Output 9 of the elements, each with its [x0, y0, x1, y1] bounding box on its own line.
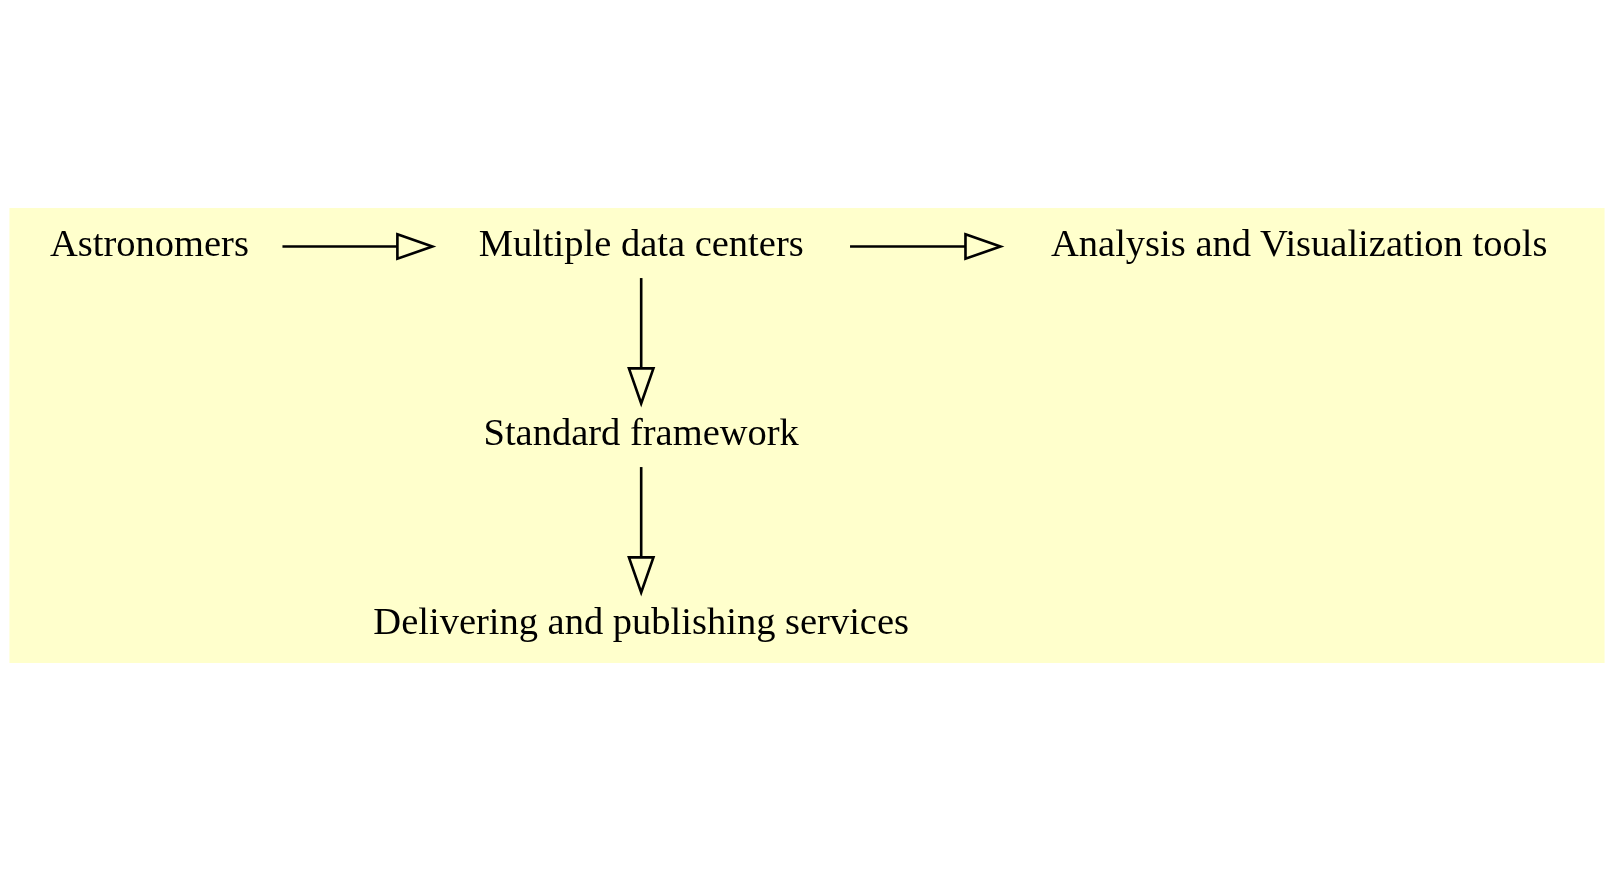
- node-text: Astronomers: [49, 222, 249, 265]
- node-text: Delivering and publishing services: [373, 600, 910, 643]
- node-text: Analysis and Visualization tools: [1051, 222, 1548, 265]
- arrow: [627, 467, 656, 597]
- arrow: [627, 278, 656, 408]
- node-text: Standard framework: [483, 411, 799, 454]
- node-text: Multiple data centers: [478, 222, 804, 265]
- arrow: [850, 232, 1005, 261]
- arrow: [282, 232, 437, 261]
